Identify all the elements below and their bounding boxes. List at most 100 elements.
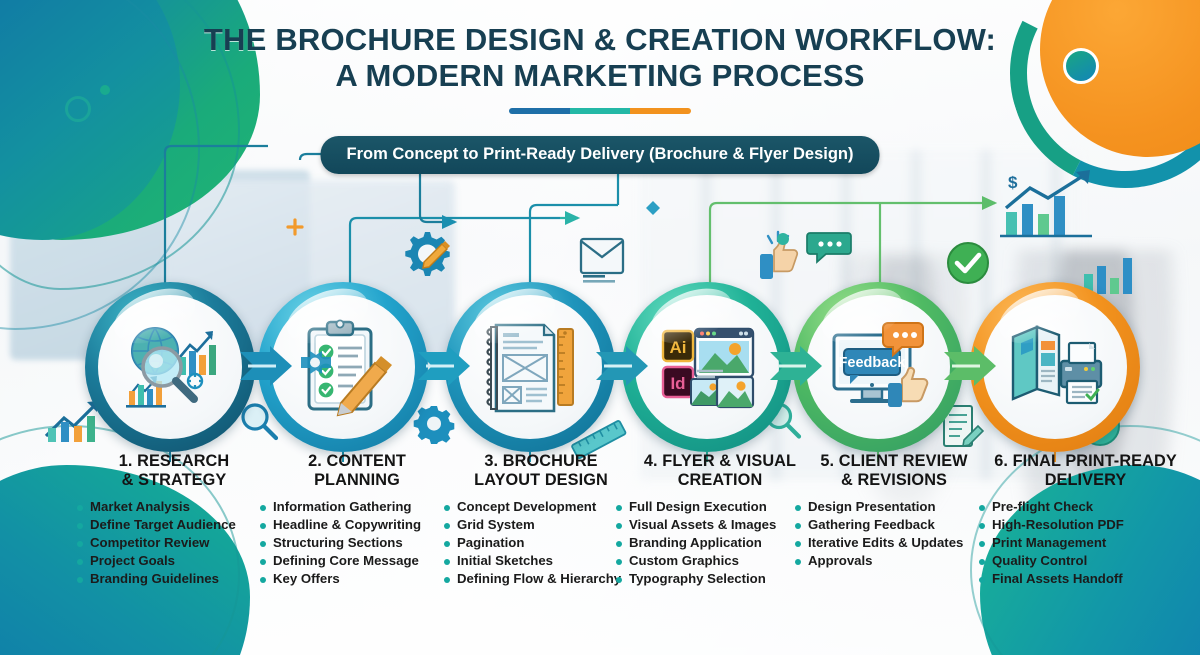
list-item: Defining Core Message — [259, 553, 455, 569]
list-item: Competitor Review — [76, 535, 272, 551]
step-heading-1: 1. RESEARCH & STRATEGY — [76, 452, 272, 490]
step-heading-5: 5. CLIENT REVIEW & REVISIONS — [794, 452, 994, 490]
step-icon-bg-4: Ai Id — [635, 295, 779, 439]
rule-segment-blue — [509, 108, 570, 114]
step-label-col-1: 1. RESEARCH & STRATEGY Market Analysis D… — [76, 452, 272, 589]
step-bullets-6: Pre-flight Check High-Resolution PDF Pri… — [978, 499, 1193, 587]
step-icon-bg-6 — [983, 295, 1127, 439]
step-label-col-4: 4. FLYER & VISUAL CREATION Full Design E… — [615, 452, 825, 589]
subtitle-banner: From Concept to Print-Ready Delivery (Br… — [320, 136, 880, 174]
step-icon-bg-3 — [458, 295, 602, 439]
feedback-screen-label: Feedback — [839, 355, 907, 371]
step-bullets-1: Market Analysis Define Target Audience C… — [76, 499, 272, 587]
list-item: Custom Graphics — [615, 553, 825, 569]
list-item: Headline & Copywriting — [259, 517, 455, 533]
list-item: Grid System — [443, 517, 639, 533]
plus-icon — [286, 218, 304, 236]
step-heading-3-line2: LAYOUT DESIGN — [474, 471, 608, 489]
step-heading-6-line2: DELIVERY — [1044, 471, 1127, 489]
step-node-6[interactable] — [970, 277, 1140, 452]
step-bullets-2: Information Gathering Headline & Copywri… — [259, 499, 455, 587]
gear-pencil-icon — [405, 232, 450, 276]
list-item: Branding Guidelines — [76, 571, 272, 587]
clipboard-checklist-pencil-icon — [301, 319, 392, 417]
list-item: Branding Application — [615, 535, 825, 551]
rule-segment-orange — [630, 108, 691, 114]
list-item: Project Goals — [76, 553, 272, 569]
step-bullets-4: Full Design Execution Visual Assets & Im… — [615, 499, 825, 587]
rule-segment-teal — [569, 108, 631, 114]
dot-icon — [777, 233, 789, 245]
step-icon-bg-2 — [271, 295, 415, 439]
step-node-1[interactable] — [85, 277, 255, 452]
step-node-3[interactable] — [445, 277, 615, 452]
chevron-arrow-3-4 — [596, 346, 648, 386]
bar-chart-icon — [1084, 258, 1132, 294]
list-item: High-Resolution PDF — [978, 517, 1193, 533]
list-item: Final Assets Handoff — [978, 571, 1193, 587]
list-item: Full Design Execution — [615, 499, 825, 515]
wireframe-ruler-icon — [486, 323, 574, 413]
chevron-arrow-1-2 — [240, 346, 292, 386]
list-item: Design Presentation — [794, 499, 994, 515]
list-item: Approvals — [794, 553, 994, 569]
step-heading-5-line1: 5. CLIENT REVIEW — [820, 452, 968, 470]
list-item: Pre-flight Check — [978, 499, 1193, 515]
ruler-icon — [571, 420, 627, 460]
step-label-col-6: 6. FINAL PRINT-READY DELIVERY Pre-flight… — [978, 452, 1193, 589]
step-node-4[interactable]: Ai Id — [622, 277, 792, 452]
diamond-icon — [646, 201, 660, 215]
step-heading-5-line2: & REVISIONS — [840, 471, 948, 489]
title-line-2: A MODERN MARKETING PROCESS — [335, 58, 865, 93]
step-bullets-5: Design Presentation Gathering Feedback I… — [794, 499, 994, 569]
list-item: Defining Flow & Hierarchy — [443, 571, 639, 587]
list-item: Gathering Feedback — [794, 517, 994, 533]
list-item: Quality Control — [978, 553, 1193, 569]
adobe-apps-images-icon: Ai Id — [661, 327, 755, 409]
step-heading-4: 4. FLYER & VISUAL CREATION — [615, 452, 825, 490]
monitor-feedback-thumbsup-icon: Feedback — [832, 322, 929, 407]
step-heading-4-line1: 4. FLYER & VISUAL — [643, 452, 797, 470]
dollar-growth-chart-icon: $ — [1000, 170, 1092, 238]
step-node-2[interactable] — [258, 277, 428, 452]
list-item: Pagination — [443, 535, 639, 551]
step-bullets-3: Concept Development Grid System Paginati… — [443, 499, 639, 587]
brochure-printer-icon — [1011, 325, 1103, 405]
decorative-solid-dot — [100, 85, 110, 95]
check-circle-icon — [947, 242, 989, 284]
list-item: Visual Assets & Images — [615, 517, 825, 533]
step-node-5[interactable]: Feedback — [793, 277, 963, 452]
step-heading-2-line1: 2. CONTENT — [308, 452, 406, 470]
document-edit-icon — [943, 405, 984, 447]
gear-icon — [413, 406, 455, 444]
list-item: Initial Sketches — [443, 553, 639, 569]
list-item: Structuring Sections — [259, 535, 455, 551]
list-item: Market Analysis — [76, 499, 272, 515]
title-underline-rule — [509, 108, 691, 114]
step-icon-bg-5: Feedback — [806, 295, 950, 439]
list-item: Information Gathering — [259, 499, 455, 515]
list-item: Define Target Audience — [76, 517, 272, 533]
magnifier-icon — [241, 403, 279, 441]
chat-bubble-icon — [806, 232, 852, 264]
step-heading-4-line2: CREATION — [677, 471, 763, 489]
step-heading-3: 3. BROCHURE LAYOUT DESIGN — [443, 452, 639, 490]
chevron-arrow-2-3 — [418, 346, 470, 386]
ring-knob-top-right — [1063, 48, 1099, 84]
decorative-ring-dot — [65, 96, 91, 122]
step-heading-2: 2. CONTENT PLANNING — [259, 452, 455, 490]
page-title: THE BROCHURE DESIGN & CREATION WORKFLOW:… — [0, 22, 1200, 114]
step-label-col-3: 3. BROCHURE LAYOUT DESIGN Concept Develo… — [443, 452, 639, 589]
step-label-col-5: 5. CLIENT REVIEW & REVISIONS Design Pres… — [794, 452, 994, 571]
steps-circle-row: Ai Id — [0, 277, 1200, 452]
step-heading-6: 6. FINAL PRINT-READY DELIVERY — [978, 452, 1193, 490]
list-item: Key Offers — [259, 571, 455, 587]
adobe-illustrator-label: Ai — [670, 338, 687, 357]
step-heading-2-line2: PLANNING — [314, 471, 400, 489]
step-heading-1-line1: 1. RESEARCH — [118, 452, 230, 470]
adobe-indesign-label: Id — [670, 374, 685, 393]
envelope-layout-icon — [579, 237, 625, 283]
chevron-arrow-4-5 — [770, 346, 822, 386]
list-item: Iterative Edits & Updates — [794, 535, 994, 551]
